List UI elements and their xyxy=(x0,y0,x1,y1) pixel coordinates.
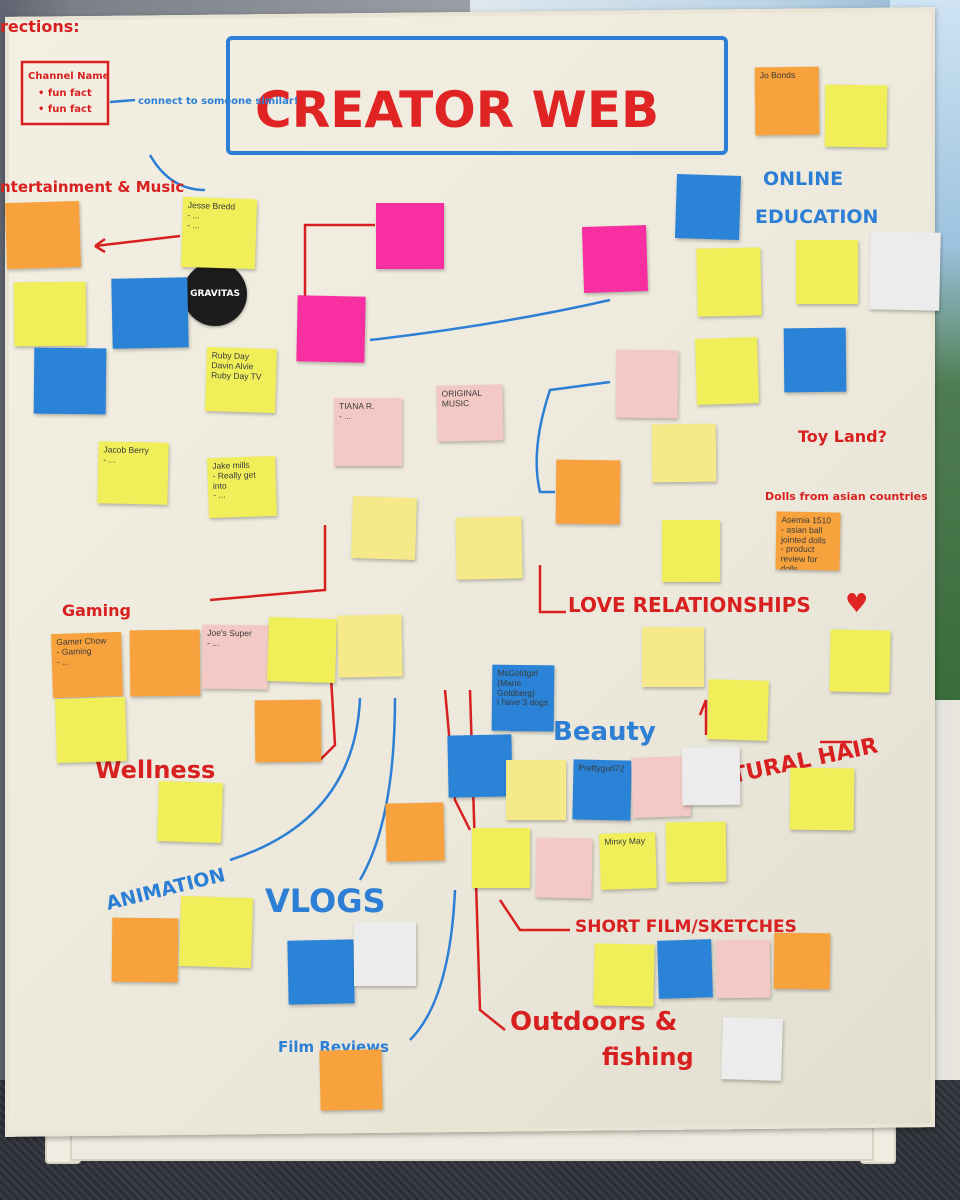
sticky-note xyxy=(675,174,741,240)
sticky-note xyxy=(112,918,179,983)
label-outdoors: Outdoors & xyxy=(510,1007,677,1037)
sticky-note xyxy=(774,933,831,990)
sticky-note xyxy=(55,697,127,763)
sticky-note xyxy=(354,922,416,986)
sticky-note xyxy=(707,679,769,741)
sticky-note xyxy=(267,617,337,683)
sticky-note: Jake mills - Really get into - ... xyxy=(207,456,277,518)
gravitas-sticker: GRAVITAS xyxy=(183,262,247,326)
sticky-note: TIANA R. - ... xyxy=(334,398,402,466)
label-education: EDUCATION xyxy=(755,206,878,228)
sticky-note xyxy=(829,629,890,692)
sticky-note: Minxy May xyxy=(599,832,657,890)
sticky-note xyxy=(869,231,941,310)
label-vlogs: VLOGS xyxy=(265,882,386,920)
sticky-note xyxy=(666,822,727,883)
label-love-relationships: LOVE RELATIONSHIPS xyxy=(568,593,811,617)
sticky-note: Prettygurl72 xyxy=(572,759,631,820)
sticky-note xyxy=(455,516,522,579)
sticky-note xyxy=(447,734,512,797)
sticky-note xyxy=(556,460,621,525)
sticky-note xyxy=(784,328,847,393)
sticky-note xyxy=(337,614,402,677)
sticky-note xyxy=(721,1017,783,1081)
sticky-note xyxy=(716,940,771,999)
sticky-note xyxy=(796,240,858,304)
legend-connector xyxy=(110,100,135,102)
legend-channel: Channel Name xyxy=(28,71,110,82)
label-fishing: fishing xyxy=(602,1043,694,1071)
sticky-note xyxy=(593,943,654,1006)
label-online: ONLINE xyxy=(763,168,843,190)
sticky-note xyxy=(696,247,761,316)
sticky-note xyxy=(255,700,322,763)
sticky-note xyxy=(682,747,741,806)
sticky-note xyxy=(506,760,566,820)
sticky-note xyxy=(376,203,444,269)
label-toy-land: Toy Land? xyxy=(798,427,887,446)
sticky-note xyxy=(472,828,530,888)
sticky-note: Asemia 1510 - asian ball jointed dolls -… xyxy=(775,511,840,570)
sticky-note xyxy=(351,496,417,560)
sticky-note xyxy=(111,277,188,349)
sticky-note: Ruby Day Davin Alvie Ruby Day TV xyxy=(205,347,277,413)
legend-connect-note: connect to someone similar! xyxy=(138,96,298,107)
legend-fact-2: • fun fact xyxy=(38,104,92,115)
sticky-note xyxy=(695,337,759,405)
sticky-note xyxy=(657,939,713,999)
sticky-note: Jo Bonds xyxy=(755,67,820,136)
label-beauty: Beauty xyxy=(553,717,656,747)
sticky-note: ORIGINAL MUSIC xyxy=(436,384,503,441)
sticky-note: Jesse Bredd - ... - ... xyxy=(181,197,257,269)
sticky-note xyxy=(34,348,107,415)
label-dolls: Dolls from asian countries xyxy=(765,490,928,503)
directions-label: rections: xyxy=(0,17,80,36)
sticky-note xyxy=(662,520,720,582)
sticky-note xyxy=(790,768,855,831)
sticky-note xyxy=(130,630,201,697)
sticky-note xyxy=(652,424,717,483)
sticky-note xyxy=(385,802,444,861)
heart-icon: ♥ xyxy=(845,589,868,619)
sticky-note xyxy=(14,282,87,347)
sticky-note xyxy=(582,225,648,293)
sticky-note xyxy=(5,201,81,269)
sticky-note xyxy=(319,1049,382,1110)
sticky-note xyxy=(179,896,253,968)
sticky-note: Gamer Chow - Gaming - ... xyxy=(51,632,123,698)
sticky-note xyxy=(825,85,888,148)
label-short-film: SHORT FILM/SKETCHES xyxy=(575,917,797,937)
sticky-note xyxy=(616,350,679,419)
board-title: CREATOR WEB xyxy=(255,81,659,139)
sticky-note: MsGoldgirl (Marie Goldberg) I have 3 dog… xyxy=(492,665,555,732)
legend-fact-1: • fun fact xyxy=(38,88,92,99)
sticky-note xyxy=(157,781,223,843)
label-entertainment: ntertainment & Music xyxy=(0,178,184,196)
label-gaming: Gaming xyxy=(62,601,131,620)
sticky-note xyxy=(535,837,592,898)
sticky-note: Jacob Berry - ... xyxy=(97,441,168,504)
sticky-note xyxy=(287,939,354,1004)
sticky-note xyxy=(642,627,704,687)
sticky-note xyxy=(296,295,365,362)
sticky-note: Joe's Super - ... xyxy=(202,625,269,690)
